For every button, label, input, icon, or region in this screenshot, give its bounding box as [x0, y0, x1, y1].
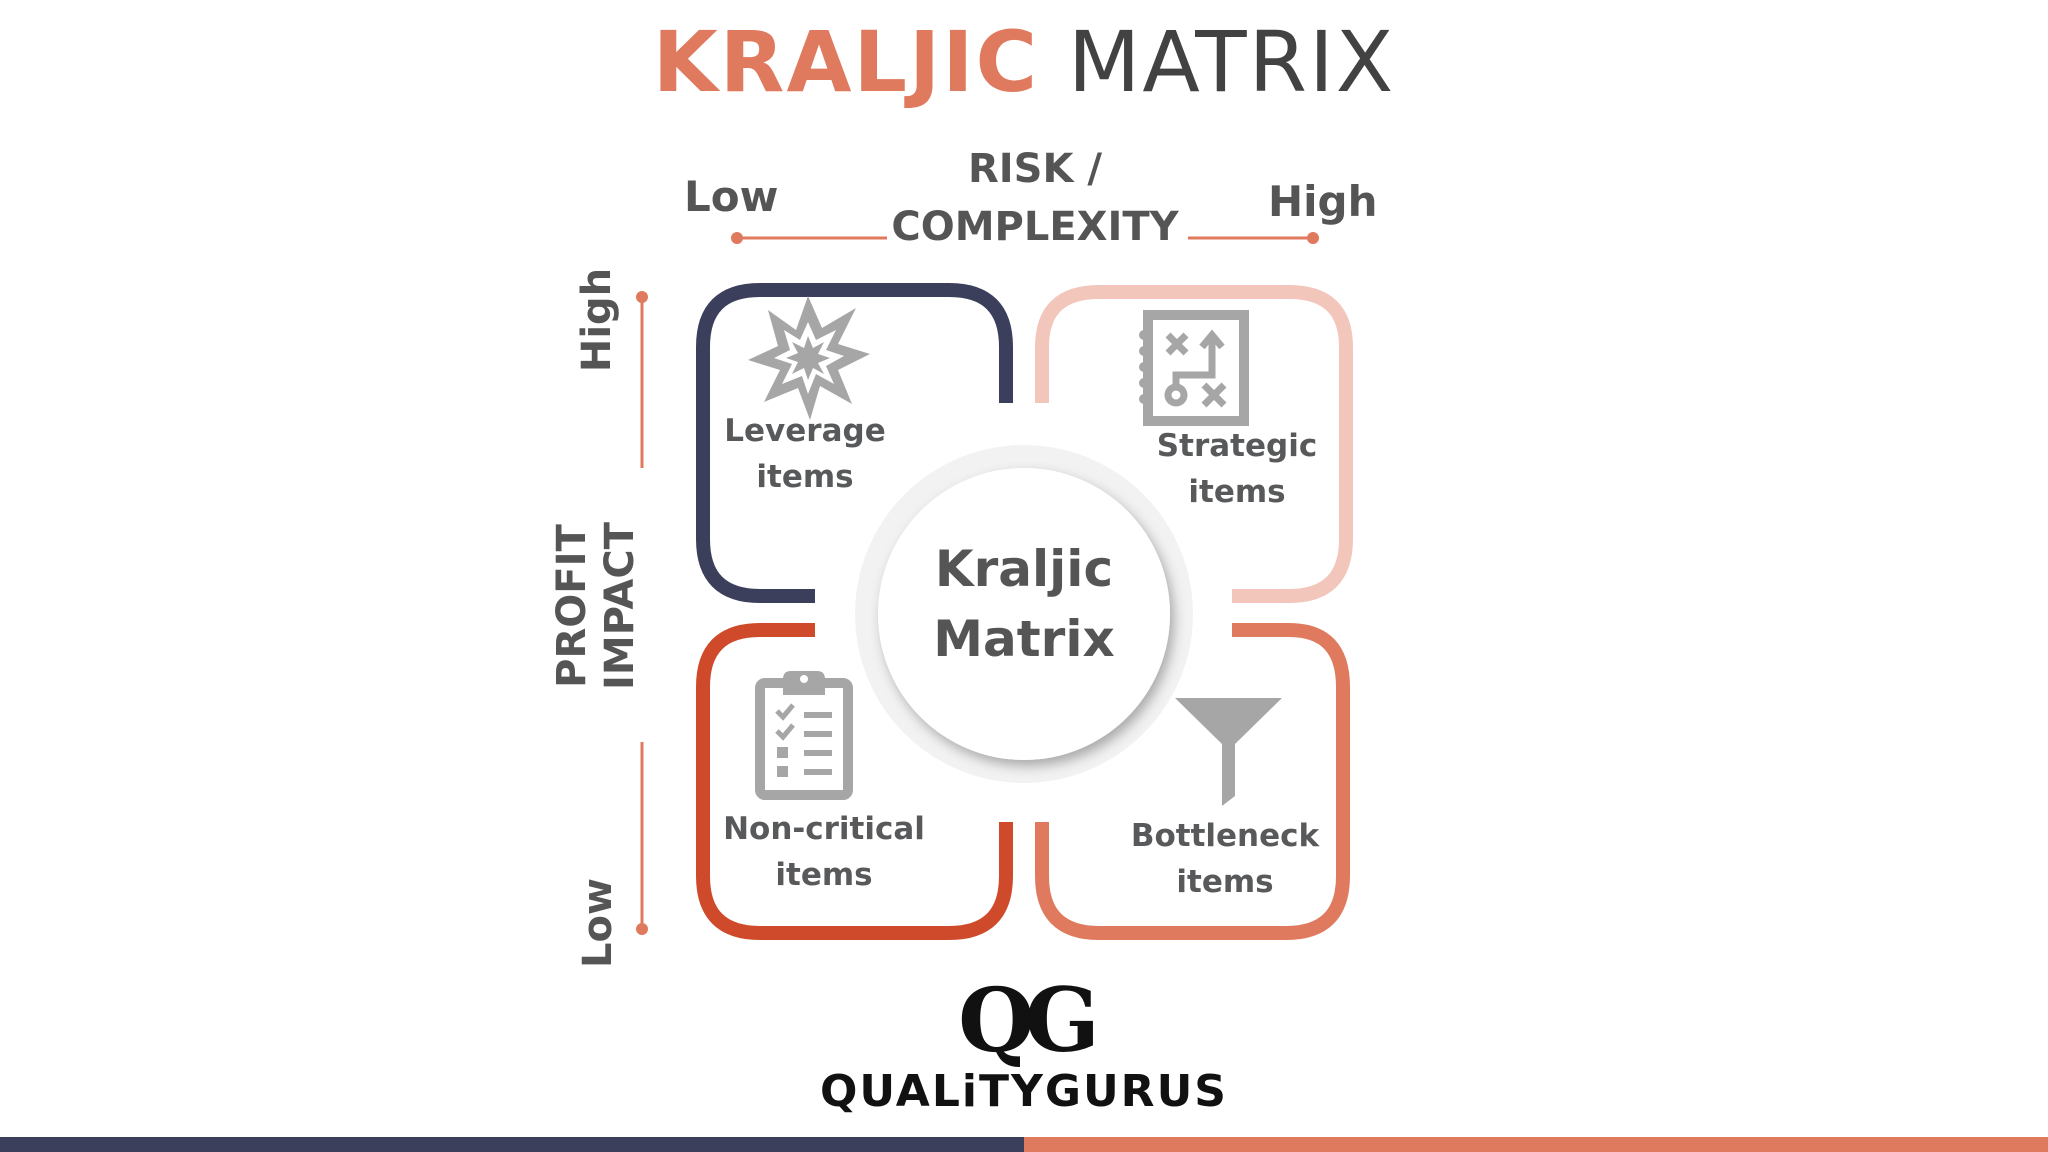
center-label-line1: Kraljic	[934, 540, 1114, 598]
clipboard-checklist-icon	[755, 671, 853, 800]
footer-bar-coral	[1024, 1137, 2048, 1152]
title-kraljic: KRALJIC	[652, 13, 1040, 111]
starburst-icon	[748, 296, 870, 420]
quadrant-noncritical-line1: Non-critical	[723, 811, 925, 847]
y-axis-line	[636, 291, 648, 935]
center-circle	[878, 468, 1170, 760]
quadrant-leverage: Leverage items	[724, 408, 885, 500]
logo-mark: QG	[958, 968, 1100, 1072]
x-axis-line	[731, 232, 1319, 244]
page-title: KRALJIC MATRIX	[0, 12, 2048, 112]
leverage-box-border	[696, 283, 1013, 603]
x-axis-low-label: Low	[684, 172, 779, 221]
y-axis-low-label: Low	[575, 878, 621, 968]
quadrant-strategic-line2: items	[1188, 474, 1286, 510]
quadrant-bottleneck: Bottleneck items	[1131, 813, 1319, 905]
quadrant-noncritical: Non-critical items	[723, 806, 925, 898]
x-axis-high-label: High	[1268, 177, 1378, 226]
y-axis-title-line1: PROFIT	[549, 524, 595, 688]
bottleneck-box-border	[1035, 623, 1350, 940]
funnel-icon	[1175, 698, 1282, 806]
quadrant-bottleneck-line1: Bottleneck	[1130, 818, 1320, 854]
x-axis-title-line2: COMPLEXITY	[891, 204, 1179, 250]
quadrant-leverage-line2: items	[756, 459, 854, 495]
y-axis-title-line2: IMPACT	[597, 522, 643, 690]
quadrant-noncritical-line2: items	[775, 857, 873, 893]
noncritical-box-border	[696, 623, 1013, 940]
playbook-strategy-icon	[1139, 310, 1249, 426]
strategic-box-border	[1035, 285, 1353, 603]
footer-bar-navy	[0, 1137, 1024, 1152]
y-axis-title: PROFIT IMPACT	[548, 486, 644, 726]
center-label: Kraljic Matrix	[874, 534, 1174, 674]
quadrant-strategic-line1: Strategic	[1156, 428, 1318, 464]
quadrant-leverage-line1: Leverage	[724, 413, 886, 449]
quadrant-bottleneck-line2: items	[1176, 864, 1274, 900]
center-label-line2: Matrix	[933, 610, 1115, 668]
quadrant-strategic: Strategic items	[1157, 423, 1317, 515]
x-axis-title: RISK / COMPLEXITY	[880, 140, 1190, 256]
logo-name: QUALiTYGURUS	[820, 1066, 1228, 1117]
title-matrix: MATRIX	[1067, 13, 1396, 111]
x-axis-title-line1: RISK /	[967, 146, 1103, 192]
y-axis-high-label: High	[574, 267, 620, 373]
